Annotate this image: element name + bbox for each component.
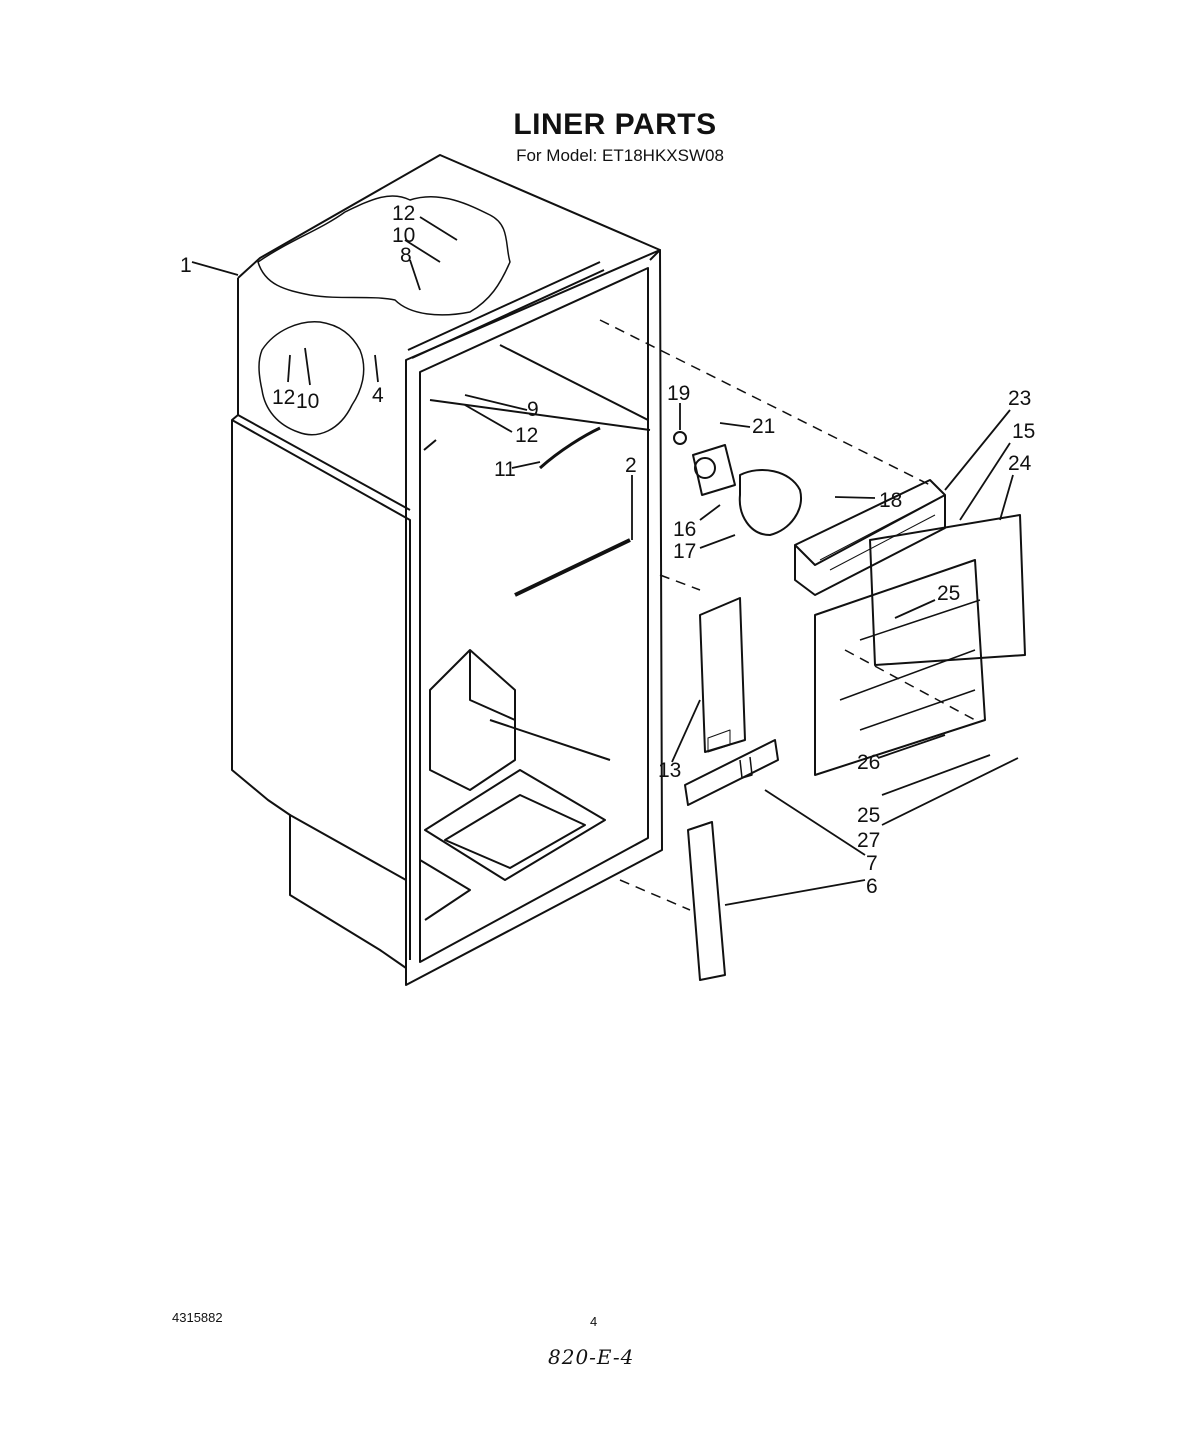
thermostat-wire (514, 426, 631, 597)
callout-27: 27 (857, 829, 880, 852)
callout-25-upper: 25 (937, 582, 960, 605)
callout-11: 11 (494, 458, 516, 481)
document-number: 4315882 (172, 1310, 223, 1325)
baffle-7 (684, 739, 779, 806)
callout-13: 13 (658, 759, 681, 782)
callout-26: 26 (857, 751, 880, 774)
rear-panel (814, 514, 1026, 776)
callout-23: 23 (1008, 387, 1031, 410)
fan-motor (673, 431, 802, 536)
callout-12-door: 12 (515, 424, 538, 447)
handwritten-note: 820-E-4 (548, 1345, 635, 1369)
hidden-lines (599, 319, 976, 911)
callout-10-top: 10 (392, 224, 415, 247)
duct-6 (687, 821, 726, 981)
callout-4: 4 (372, 384, 384, 407)
callout-1: 1 (180, 254, 192, 277)
callout-6: 6 (866, 875, 878, 898)
leader-lines (191, 216, 1019, 906)
page-title: LINER PARTS (513, 108, 717, 141)
callout-24: 24 (1008, 452, 1032, 475)
page-number: 4 (590, 1314, 598, 1329)
callout-12-top: 12 (392, 202, 415, 225)
callout-12-side: 12 (272, 386, 295, 409)
callout-10-side: 10 (296, 390, 319, 413)
callout-9: 9 (527, 398, 539, 421)
callout-15: 15 (1012, 420, 1035, 443)
callout-8: 8 (400, 244, 412, 267)
callout-19: 19 (667, 382, 690, 405)
fan-cover-assembly (794, 479, 946, 596)
callout-labels: 1 12 10 8 12 10 4 9 12 11 2 19 21 16 17 … (180, 202, 1035, 898)
model-subtitle: For Model: ET18HKXSW08 (516, 146, 724, 165)
callout-16: 16 (673, 518, 696, 541)
callout-25-lower: 25 (857, 804, 880, 827)
callout-2: 2 (625, 454, 637, 477)
cutaway-side (258, 321, 365, 436)
callout-7: 7 (866, 852, 878, 875)
liner-cabinet (231, 154, 663, 986)
callout-17: 17 (673, 540, 696, 563)
air-duct-13 (699, 597, 746, 753)
callout-21: 21 (752, 415, 775, 438)
callout-18: 18 (879, 489, 902, 512)
cutaway-top (257, 195, 511, 316)
